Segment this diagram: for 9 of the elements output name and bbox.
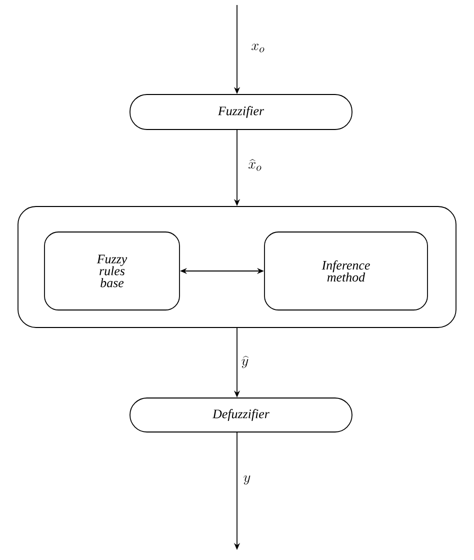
edge-label: $\widehat{y}$ [242,356,249,368]
edge-label: $\widehat{x}_o$ [248,159,262,171]
edge-label: $y$ [244,475,250,485]
process-box: Fuzzifier [130,94,352,130]
container-box [18,206,456,328]
process-box: Defuzzifier [130,398,352,432]
edge-label: $x_o$ [252,44,264,52]
process-box: Fuzzy rules base [44,232,180,310]
process-box: Inference method [264,232,428,310]
